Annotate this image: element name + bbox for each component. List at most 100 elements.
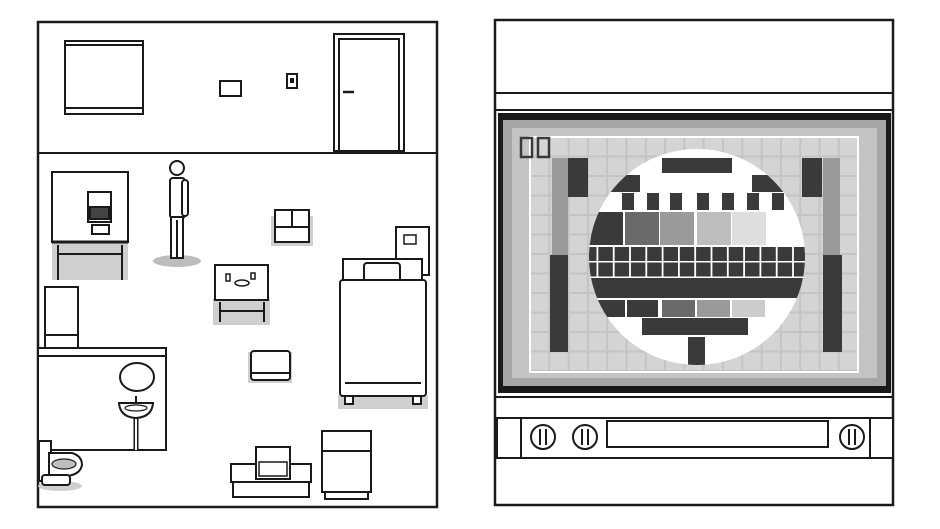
grid-cell xyxy=(801,313,819,331)
grid-cell xyxy=(569,235,587,253)
tick-square xyxy=(697,193,709,210)
tv-knob-3[interactable] xyxy=(839,424,865,450)
grid-cell xyxy=(569,274,587,292)
cardboard-box[interactable] xyxy=(271,209,313,246)
room-panel xyxy=(36,20,439,509)
grid-cell xyxy=(839,157,858,175)
checker-cell xyxy=(663,262,678,277)
grid-cell xyxy=(531,313,549,331)
tick-square xyxy=(670,193,682,210)
checker-cell xyxy=(761,247,776,261)
grid-cell xyxy=(743,138,761,156)
grid-cell xyxy=(646,138,665,156)
grid-cell xyxy=(569,333,587,351)
grid-cell xyxy=(569,196,587,214)
cabinet-tall[interactable] xyxy=(44,286,79,349)
table-with-items[interactable] xyxy=(213,264,270,325)
grid-cell xyxy=(531,196,549,214)
checker-cell xyxy=(630,247,646,261)
grid-cell xyxy=(839,313,858,331)
lower-bar xyxy=(642,318,748,335)
checker-cell xyxy=(712,262,727,277)
grid-cell xyxy=(588,177,607,195)
grid-cell xyxy=(608,157,626,175)
checker-cell xyxy=(598,247,613,261)
pause-icon[interactable] xyxy=(519,136,551,159)
grid-cell xyxy=(531,216,549,234)
grid-cell xyxy=(569,294,587,312)
grid-cell xyxy=(839,177,858,195)
grid-cell xyxy=(569,255,587,273)
grid-cell xyxy=(801,196,819,214)
grid-cell xyxy=(550,138,568,156)
grey-step xyxy=(697,212,731,245)
light-switch[interactable] xyxy=(286,73,298,89)
grid-cell xyxy=(608,138,626,156)
tick-square xyxy=(747,193,759,210)
window[interactable] xyxy=(64,40,144,115)
grid-cell xyxy=(550,352,568,370)
grid-cell xyxy=(627,138,645,156)
checker-cell xyxy=(663,247,678,261)
grid-cell xyxy=(588,157,607,175)
mirror[interactable] xyxy=(119,362,155,392)
grid-cell xyxy=(781,177,800,195)
grid-cell xyxy=(781,157,800,175)
tv-panel xyxy=(493,18,895,507)
grid-cell xyxy=(531,138,549,156)
tick-square xyxy=(647,193,659,210)
grid-cell xyxy=(781,138,800,156)
center-stem xyxy=(688,337,705,365)
wall-note[interactable] xyxy=(219,80,242,97)
checker-cell xyxy=(589,247,597,261)
grid-cell xyxy=(743,352,761,370)
grid-cell xyxy=(531,274,549,292)
checker-cell xyxy=(679,262,695,277)
grid-cell xyxy=(801,294,819,312)
grid-cell xyxy=(588,352,607,370)
desk-computer[interactable] xyxy=(51,171,129,280)
grid-cell xyxy=(531,235,549,253)
checker-cell xyxy=(761,262,776,277)
checker-cell xyxy=(630,262,646,277)
checker-cell xyxy=(712,247,727,261)
right-grey-bar xyxy=(823,158,840,255)
sink[interactable] xyxy=(117,396,155,450)
checker-cell xyxy=(728,247,744,261)
checker-cell xyxy=(793,262,805,277)
grid-cell xyxy=(569,138,587,156)
grey-step xyxy=(625,212,659,245)
tick-square xyxy=(722,193,734,210)
tv-knob-1[interactable] xyxy=(530,424,556,450)
checker-cell xyxy=(728,262,744,277)
fridge[interactable] xyxy=(321,430,372,500)
lower-step xyxy=(697,300,730,317)
checker-cell xyxy=(679,247,695,261)
grid-cell xyxy=(820,352,838,370)
portable-tv[interactable] xyxy=(248,350,292,383)
checker-cell xyxy=(745,262,760,277)
checker-cell xyxy=(745,247,760,261)
tv-stand[interactable] xyxy=(230,446,312,498)
right-lower-bar xyxy=(823,255,842,352)
grid-cell xyxy=(608,352,626,370)
checker-cell xyxy=(614,262,630,277)
grid-cell xyxy=(839,255,858,273)
grid-cell xyxy=(531,294,549,312)
checker-cell xyxy=(777,247,793,261)
grid-cell xyxy=(801,274,819,292)
tv-knob-2[interactable] xyxy=(572,424,598,450)
grid-cell xyxy=(801,255,819,273)
grid-cell xyxy=(531,333,549,351)
grid-cell xyxy=(588,313,607,331)
checker-cell xyxy=(598,262,613,277)
bed[interactable] xyxy=(338,258,428,409)
grid-cell xyxy=(588,138,607,156)
grid-cell xyxy=(627,352,645,370)
toilet[interactable] xyxy=(38,440,84,491)
grid-cell xyxy=(569,313,587,331)
checker-cell xyxy=(777,262,793,277)
door[interactable] xyxy=(333,33,405,152)
dark-band xyxy=(589,278,805,298)
